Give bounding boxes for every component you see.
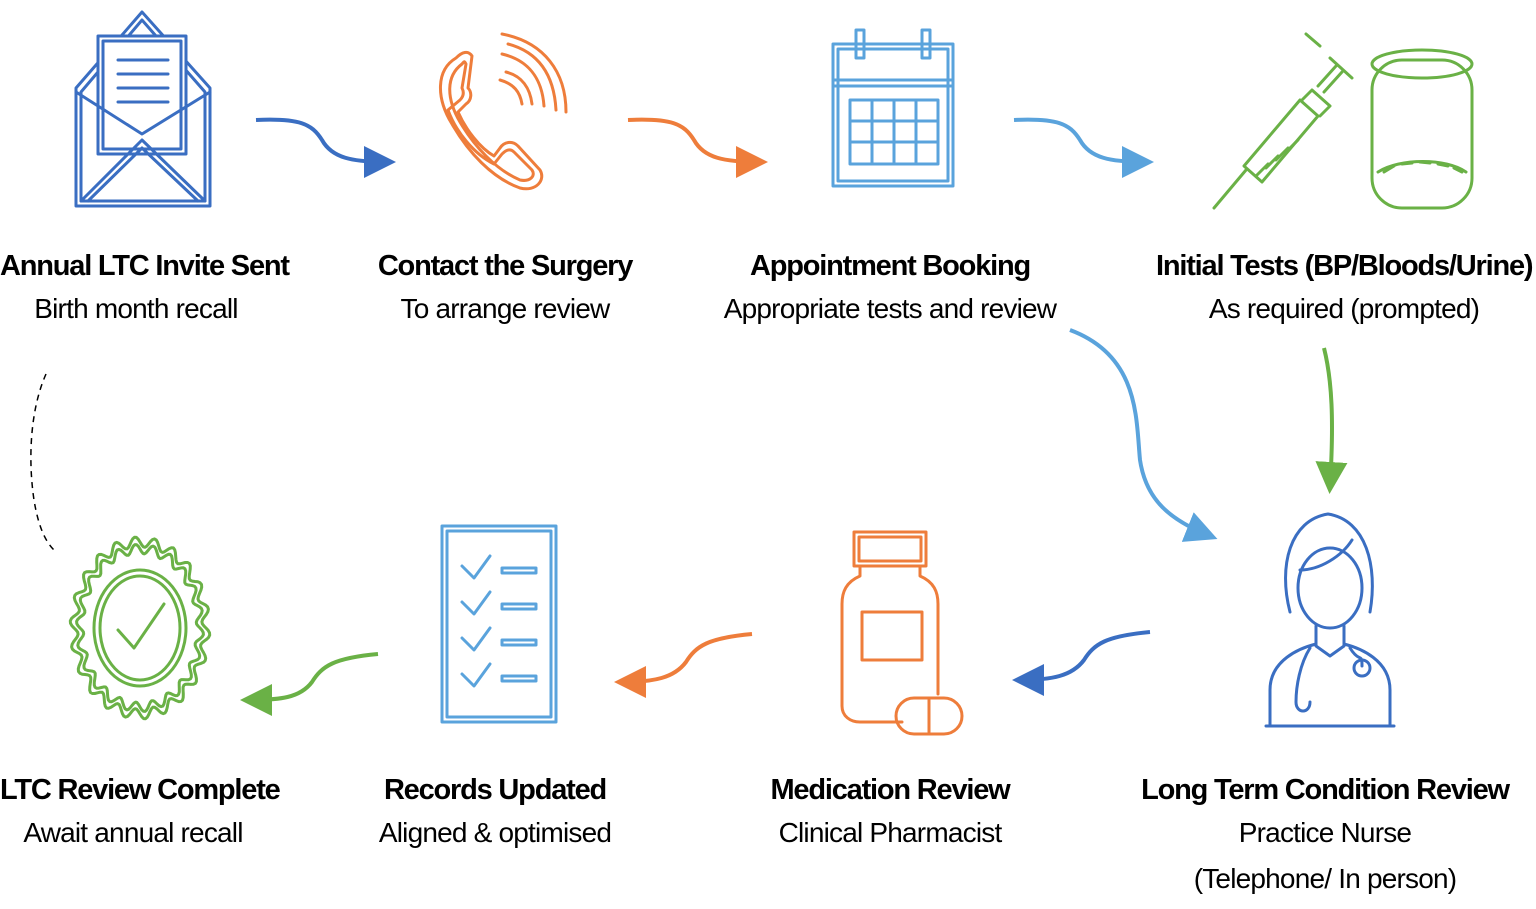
- step-subtitle-2: (Telephone/ In person): [1193, 863, 1457, 894]
- certificate-seal-icon: [68, 535, 212, 721]
- arrow-tests-to-review: [1315, 347, 1348, 494]
- step-subtitle: Clinical Pharmacist: [778, 817, 1003, 848]
- step-appointment-booking: Appointment Booking Appropriate tests an…: [710, 246, 1070, 332]
- arrow-records-to-complete: [240, 652, 379, 716]
- arrow-review-to-medication: [1012, 630, 1151, 696]
- step-initial-tests: Initial Tests (BP/Bloods/Urine) As requi…: [1156, 246, 1534, 332]
- step-medication-review: Medication Review Clinical Pharmacist: [750, 770, 1030, 856]
- calendar-icon: [831, 28, 955, 188]
- nurse-icon: [1264, 512, 1396, 728]
- arrow-contact-to-booking: [627, 117, 768, 178]
- syringe-and-sample-tube-icon: [1212, 32, 1474, 210]
- arrow-booking-to-tests: [1013, 117, 1154, 178]
- step-title: Initial Tests (BP/Bloods/Urine): [1156, 250, 1534, 282]
- arrow-booking-to-review: [1069, 328, 1218, 542]
- step-subtitle: Aligned & optimised: [378, 817, 612, 848]
- arrow-medication-to-records: [614, 632, 753, 698]
- arrow-invite-to-contact: [255, 117, 396, 178]
- step-title: Appointment Booking: [749, 250, 1031, 282]
- step-title: Contact the Surgery: [377, 250, 634, 282]
- step-review-complete: LTC Review Complete Await annual recall: [0, 770, 281, 856]
- step-title: Medication Review: [770, 774, 1010, 806]
- envelope-letter-icon: [74, 10, 212, 208]
- step-subtitle: Appropriate tests and review: [723, 293, 1057, 324]
- step-ltc-review: Long Term Condition Review Practice Nurs…: [1140, 770, 1510, 902]
- step-subtitle: Birth month recall: [34, 293, 238, 324]
- step-invite-sent: Annual LTC Invite Sent Birth month recal…: [0, 246, 290, 332]
- step-subtitle: As required (prompted): [1208, 293, 1480, 324]
- step-title: Annual LTC Invite Sent: [0, 250, 290, 282]
- step-subtitle: To arrange review: [400, 293, 611, 324]
- dashed-recall-loop: [30, 373, 55, 551]
- step-title: LTC Review Complete: [0, 774, 281, 806]
- step-title: Records Updated: [383, 774, 607, 806]
- step-subtitle: Practice Nurse: [1238, 817, 1412, 848]
- ringing-phone-icon: [439, 32, 568, 191]
- step-subtitle: Await annual recall: [23, 817, 243, 848]
- medicine-bottle-icon: [840, 530, 964, 736]
- step-contact-surgery: Contact the Surgery To arrange review: [370, 246, 640, 332]
- step-title: Long Term Condition Review: [1141, 774, 1510, 806]
- step-records-updated: Records Updated Aligned & optimised: [360, 770, 630, 856]
- checklist-icon: [440, 524, 558, 724]
